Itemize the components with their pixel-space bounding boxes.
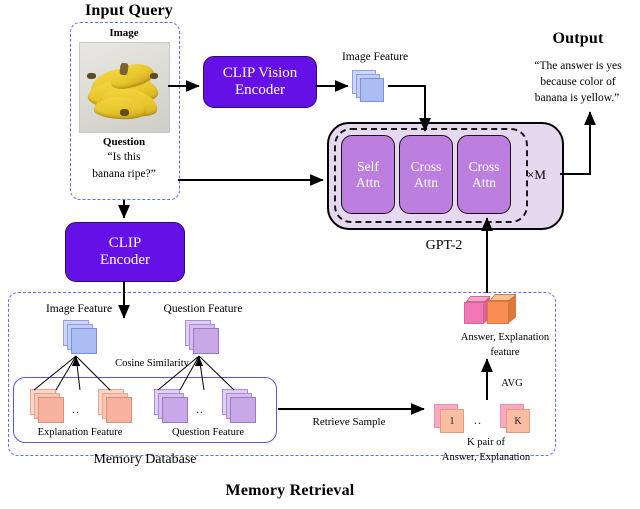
query-image-feature-label: Image Feature — [45, 303, 113, 315]
k-pair-label-line2: Answer, Explanation — [441, 452, 531, 463]
input-query-region — [70, 22, 180, 200]
db-explanation-feature-label: Explanation Feature — [37, 427, 123, 438]
memory-database-region — [13, 377, 277, 443]
db-explanation-feature-stack-last — [98, 389, 136, 425]
cross-attn-1-line2: Attn — [413, 174, 438, 190]
clip-vision-encoder-line1: CLIP Vision — [222, 65, 298, 82]
cross-attn-block-1[interactable]: Cross Attn — [399, 135, 453, 214]
cross-attn-1-line1: Cross — [410, 159, 442, 175]
query-question-feature-label: Question Feature — [163, 303, 243, 315]
output-title: Output — [552, 30, 604, 47]
self-attn-line2: Attn — [355, 174, 380, 190]
clip-encoder-line2: Encoder — [100, 252, 150, 268]
db-explanation-feature-stack-first — [30, 389, 68, 425]
question-text-line1: “Is this — [107, 151, 141, 163]
question-label: Question — [102, 136, 146, 148]
gpt2-repeat-label: ×M — [527, 167, 546, 182]
avg-label: AVG — [501, 378, 523, 389]
cross-attn-block-2[interactable]: Cross Attn — [457, 135, 511, 214]
retrieve-sample-label: Retrieve Sample — [312, 416, 386, 428]
feature-card-front — [71, 328, 97, 354]
clip-encoder-line1: CLIP — [108, 235, 142, 252]
output-text-line1: “The answer is yes — [534, 60, 622, 72]
cosine-similarity-label: Cosine Similarity — [115, 358, 189, 369]
question-text-line2: banana ripe?” — [92, 168, 156, 180]
clip-encoder-block[interactable]: CLIP Encoder — [65, 222, 185, 282]
input-image-bananas — [79, 42, 170, 133]
feature-card-front — [360, 78, 384, 102]
cross-attn-2-line1: Cross — [468, 159, 500, 175]
db-question-feature-stack-last — [222, 389, 260, 425]
answer-explanation-feature-label-line1: Answer, Explanation — [460, 332, 550, 343]
query-image-feature-stack — [63, 320, 99, 356]
self-attn-block[interactable]: Self Attn — [341, 135, 395, 214]
input-query-title: Input Query — [85, 2, 173, 19]
answer-feature-cube — [464, 296, 491, 326]
k-pair-last-card: K — [500, 404, 534, 434]
output-text-line2: because color of — [540, 76, 616, 88]
gpt2-name-label: GPT-2 — [425, 238, 463, 253]
cross-attn-2-line2: Attn — [471, 174, 496, 190]
explanation-feature-cube — [487, 294, 517, 326]
image-label: Image — [109, 27, 139, 39]
clip-vision-encoder-line2: Encoder — [235, 82, 285, 98]
answer-explanation-feature-label-line2: feature — [490, 347, 520, 358]
k-card-front-first: 1 — [440, 409, 464, 433]
k-pair-ellipsis: .. — [474, 413, 482, 427]
gpt2-repeat-group — [334, 128, 528, 223]
memory-database-title: Memory Database — [93, 452, 197, 467]
memory-retrieval-region — [8, 292, 556, 456]
feature-card-front — [162, 397, 188, 423]
image-feature-stack-top — [352, 70, 386, 104]
k-card-front-last: K — [506, 409, 530, 433]
feature-card-front — [106, 397, 132, 423]
explanation-feature-ellipsis: .. — [72, 402, 80, 416]
feature-card-front — [38, 397, 64, 423]
db-question-feature-label: Question Feature — [171, 427, 245, 438]
feature-card-front — [230, 397, 256, 423]
memory-retrieval-title: Memory Retrieval — [225, 482, 355, 499]
question-feature-ellipsis: .. — [196, 402, 204, 416]
output-text-line3: banana is yellow.” — [534, 92, 620, 104]
feature-card-front — [193, 328, 219, 354]
query-question-feature-stack — [185, 320, 221, 356]
k-pair-label-line1: K pair of — [467, 437, 505, 448]
self-attn-line1: Self — [357, 159, 379, 175]
db-question-feature-stack-first — [154, 389, 192, 425]
k-pair-first-card: 1 — [434, 404, 468, 434]
clip-vision-encoder-block[interactable]: CLIP Vision Encoder — [203, 56, 317, 108]
image-feature-label-top: Image Feature — [341, 51, 409, 63]
